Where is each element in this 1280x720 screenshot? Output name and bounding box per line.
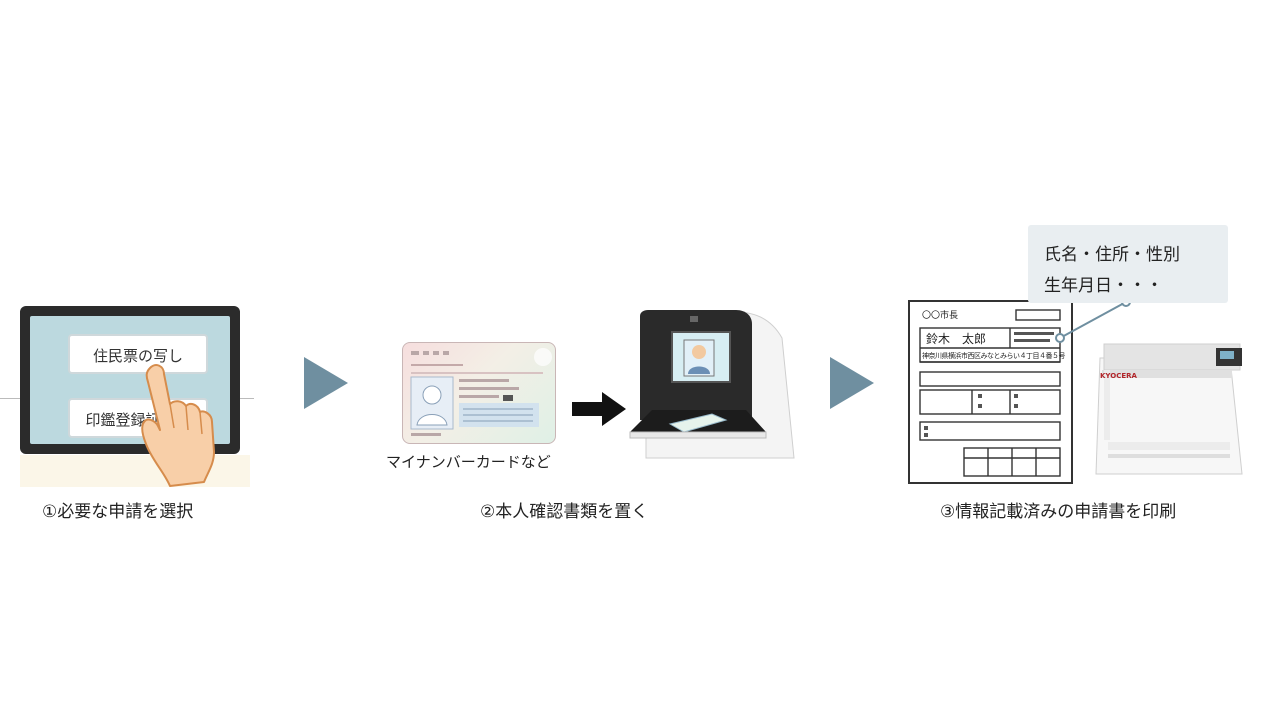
arrow-right-icon-1 bbox=[304, 357, 348, 409]
callout-connector bbox=[1055, 297, 1131, 343]
step1-caption: ①必要な申請を選択 bbox=[42, 502, 194, 522]
application-form: 〇〇市長 鈴木 太郎 神奈川県横浜市西区みなとみらい４丁目４番５号 bbox=[908, 300, 1073, 484]
printer bbox=[1095, 343, 1243, 475]
card-label: マイナンバーカードなど bbox=[386, 453, 551, 471]
printer-brand-logo: KYOCERA bbox=[1100, 372, 1137, 380]
arrow-right-icon-2 bbox=[830, 357, 874, 409]
floor-line-left bbox=[0, 398, 20, 399]
form-name: 鈴木 太郎 bbox=[926, 332, 987, 346]
info-bubble bbox=[1028, 225, 1228, 303]
form-header: 〇〇市長 bbox=[922, 311, 959, 321]
bubble-line-1: 氏名・住所・性別 bbox=[1044, 245, 1180, 265]
black-arrow-right-icon bbox=[572, 392, 626, 426]
id-scanner-kiosk bbox=[629, 310, 795, 459]
step2-caption: ②本人確認書類を置く bbox=[480, 502, 649, 522]
pointing-hand-icon bbox=[141, 364, 215, 487]
step3-caption: ③情報記載済みの申請書を印刷 bbox=[940, 502, 1177, 522]
screen-button-residence-certificate[interactable]: 住民票の写し bbox=[68, 334, 208, 374]
my-number-card bbox=[402, 342, 556, 444]
form-address: 神奈川県横浜市西区みなとみらい４丁目４番５号 bbox=[922, 352, 1066, 360]
floor-line-right bbox=[240, 398, 254, 399]
bubble-line-2: 生年月日・・・ bbox=[1044, 276, 1163, 296]
